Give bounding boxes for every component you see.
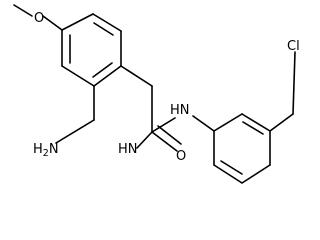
bond-ring-nh bbox=[120, 65, 153, 87]
urea-nh-left-label: HN bbox=[118, 142, 138, 157]
bond-ring2-inner-c5-c6 bbox=[220, 160, 243, 175]
bond-methyl-o bbox=[13, 4, 33, 17]
bond-ring1-c1-c2 bbox=[61, 13, 94, 31]
bond-ring2-inner-c2-c3 bbox=[242, 121, 264, 135]
bond-ring1-c2-c3 bbox=[92, 13, 122, 32]
chlorine-label: Cl bbox=[287, 39, 300, 54]
bond-carbonyl-to-o-1 bbox=[151, 131, 178, 152]
structure-canvas: O H2N HN HN O Cl bbox=[13, 4, 300, 184]
bond-ring1-c5-c6 bbox=[61, 65, 95, 87]
bond-carbonyl-nh-right bbox=[151, 117, 176, 133]
bond-carbonyl-left bbox=[136, 131, 153, 149]
bond-amino-n bbox=[55, 119, 95, 144]
bond-carbonyl-to-o-2 bbox=[157, 125, 182, 145]
molecule-diagram: O H2N HN HN O Cl bbox=[13, 4, 300, 184]
bond-ring2-to-cl bbox=[269, 113, 294, 132]
bond-nh-right-ring bbox=[192, 115, 215, 132]
bond-ring2-c5-c6 bbox=[213, 164, 243, 184]
bond-o-ring bbox=[42, 15, 63, 31]
amino-label: H2N bbox=[33, 142, 59, 159]
bond-ring2-c2-c3 bbox=[241, 113, 271, 132]
bond-ring1-inner-c4-c5 bbox=[92, 62, 113, 78]
bond-ring2-c1-c2 bbox=[213, 113, 243, 132]
carbonyl-oxygen-label: O bbox=[176, 149, 186, 164]
bond-ring2-c4-c5 bbox=[241, 164, 271, 184]
bond-ring1-c4-c5 bbox=[93, 65, 122, 87]
urea-nh-right-label: HN bbox=[170, 103, 190, 118]
bond-cl-up bbox=[292, 51, 296, 115]
methoxy-oxygen-label: O bbox=[34, 11, 44, 26]
bond-ring1-inner-c2-c3 bbox=[93, 22, 114, 36]
